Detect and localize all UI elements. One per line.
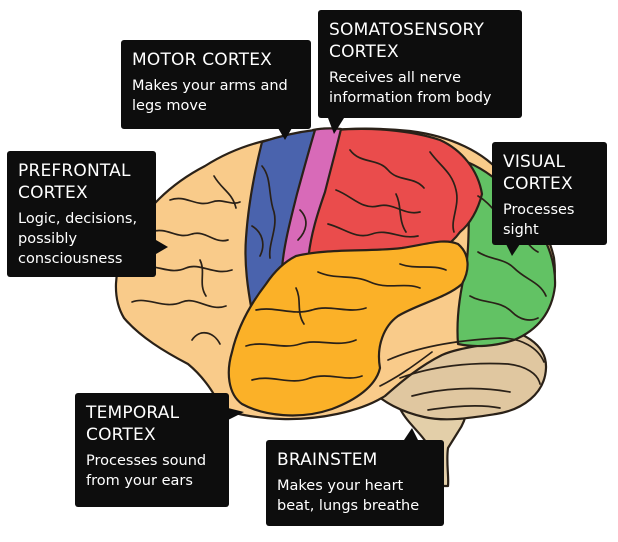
brainstem-description: Makes your heart beat, lungs breathe (277, 478, 420, 514)
prefrontal-cortex-description: Logic, decisions, possibly consciousness (18, 211, 138, 267)
somatosensory-cortex-description: Receives all nerve information from body (329, 70, 492, 106)
somatosensory-cortex-callout: SOMATOSENSORY CORTEX Receives all nerve … (318, 10, 522, 118)
motor-cortex-title: MOTOR CORTEX (132, 50, 273, 70)
somatosensory-cortex-title: SOMATOSENSORY CORTEX (329, 20, 485, 62)
motor-cortex-callout: MOTOR CORTEX Makes your arms and legs mo… (121, 40, 311, 129)
temporal-cortex-description: Processes sound from your ears (86, 453, 207, 489)
visual-cortex-title: VISUAL CORTEX (503, 152, 573, 194)
visual-cortex-description: Processes sight (503, 202, 575, 238)
visual-cortex-callout: VISUAL CORTEX Processes sight (492, 142, 607, 245)
motor-cortex-description: Makes your arms and legs move (132, 78, 288, 114)
brainstem-title: BRAINSTEM (277, 450, 378, 470)
brainstem-callout: BRAINSTEM Makes your heart beat, lungs b… (266, 440, 444, 526)
gyri-lines (131, 149, 547, 411)
prefrontal-cortex-callout: PREFRONTAL CORTEX Logic, decisions, poss… (7, 151, 156, 277)
temporal-cortex-callout: TEMPORAL CORTEX Processes sound from you… (75, 393, 229, 507)
callout-pointers (156, 118, 520, 440)
temporal-cortex-title: TEMPORAL CORTEX (86, 403, 180, 445)
prefrontal-cortex-title: PREFRONTAL CORTEX (18, 161, 131, 203)
